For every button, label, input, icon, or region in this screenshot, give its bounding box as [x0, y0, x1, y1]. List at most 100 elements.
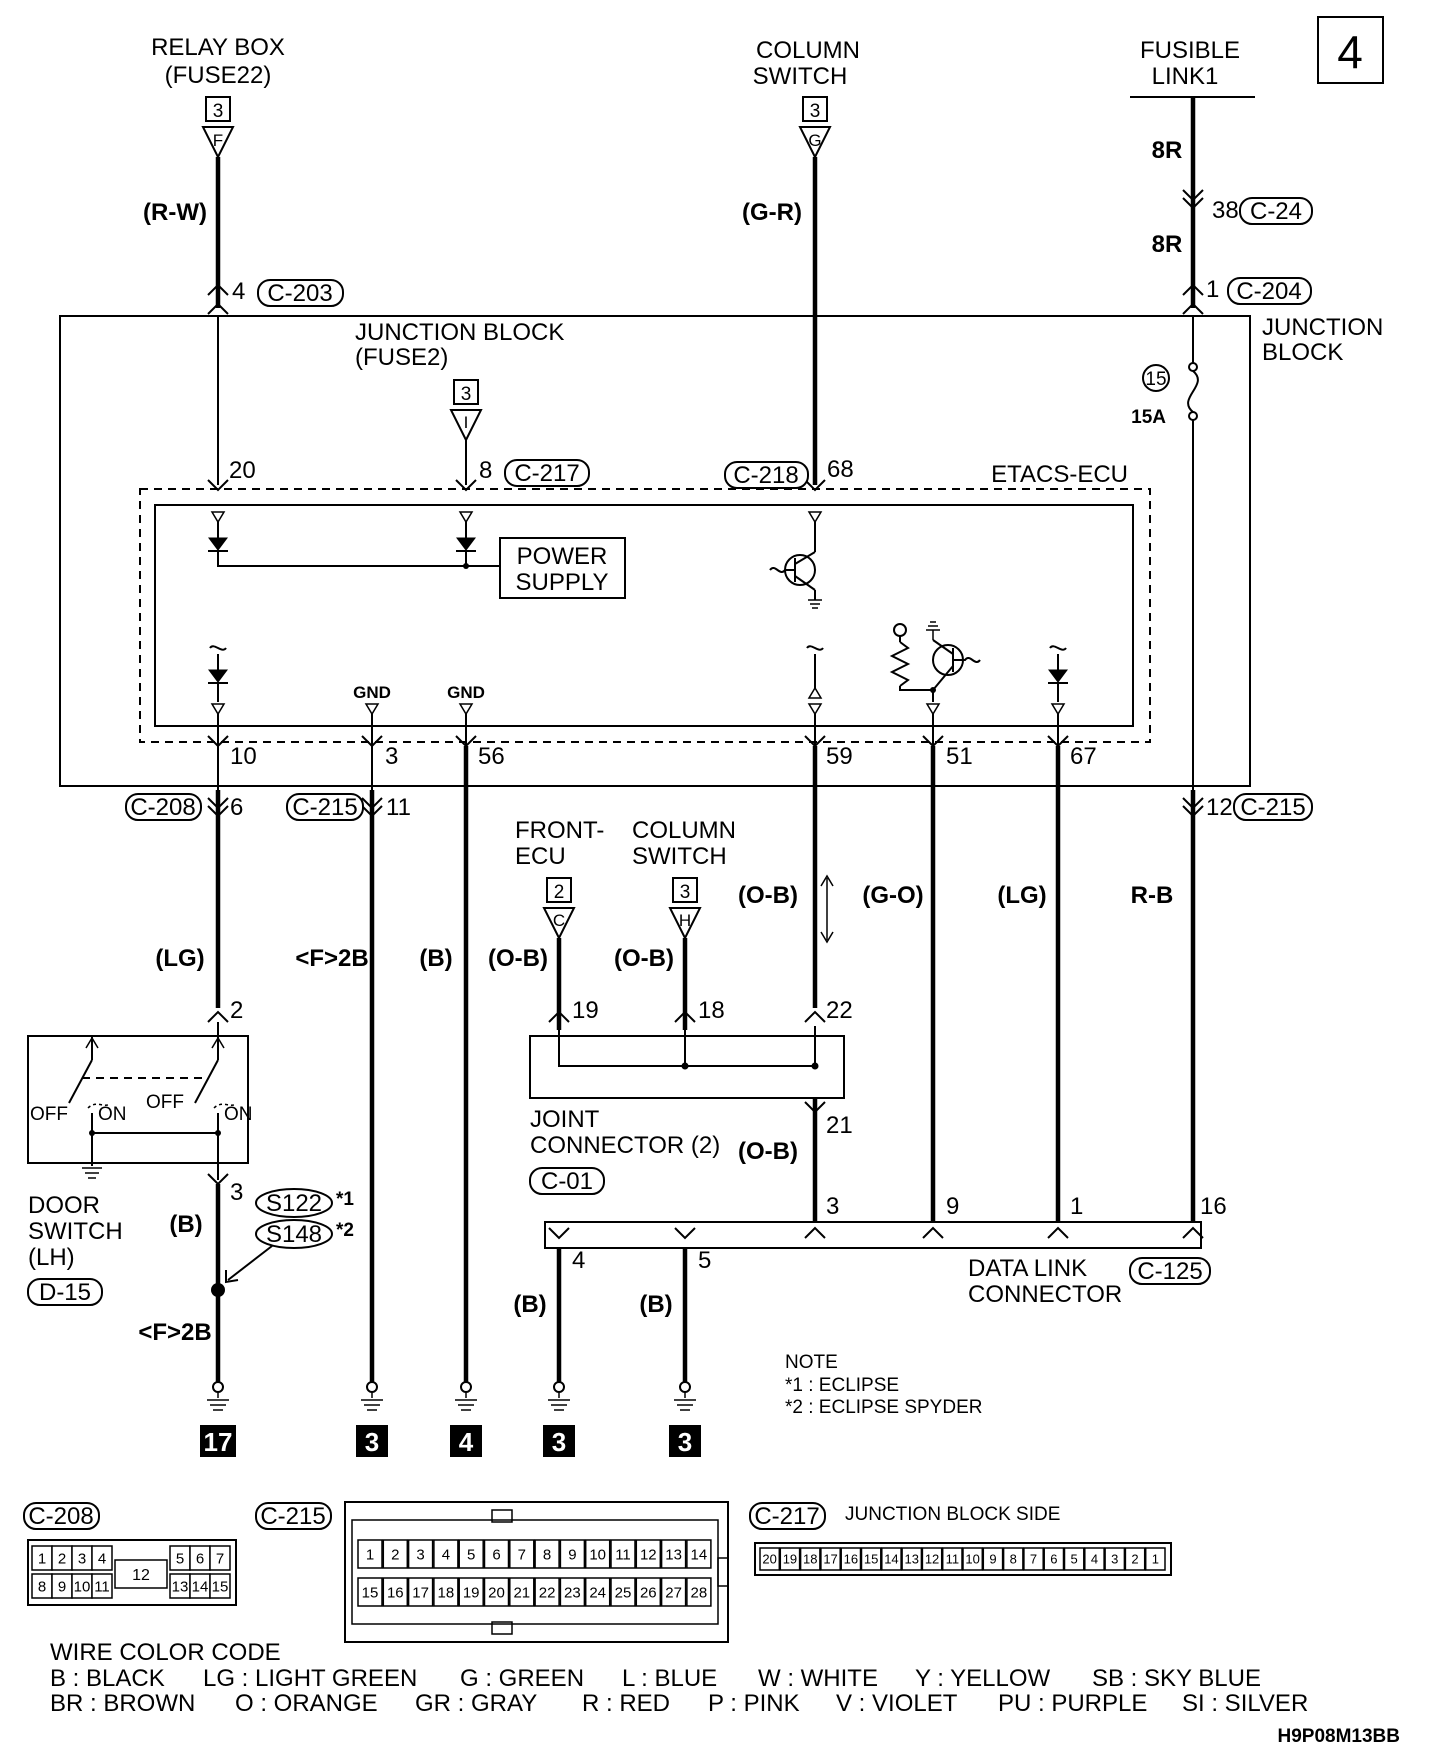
wire-label-ob-59: (O-B)	[738, 882, 798, 909]
c217-pin-4-cell	[1084, 1547, 1105, 1571]
dlc-pin-3: 3	[826, 1193, 839, 1220]
dlc-label1: DATA LINK	[968, 1255, 1087, 1282]
door-switch-case-ground-icon	[82, 1167, 102, 1179]
connector-c217-top: C-217	[514, 460, 579, 487]
wire-label-f2b-door: <F>2B	[138, 1319, 211, 1346]
fuse-15-number: 15	[1145, 369, 1166, 390]
ground-label-17: 17	[204, 1427, 233, 1457]
pin-51: 51	[946, 743, 973, 770]
c208-pin-15-label: 15	[212, 1578, 229, 1595]
c208-pin-5-label: 5	[176, 1550, 184, 1567]
c217-pin-7-label: 7	[1030, 1552, 1037, 1567]
transistor-68-collector	[794, 551, 816, 565]
c215-pin-20-cell	[483, 1577, 510, 1607]
dlc-pin-1: 1	[1070, 1193, 1083, 1220]
wire-label-lg: (LG)	[155, 945, 204, 972]
wire-label-b-dlc-4: (B)	[513, 1291, 546, 1318]
relay-box-box-num: 3	[213, 101, 224, 122]
input-8-arrow	[458, 511, 474, 524]
wire-color-code-row2: BR : BROWN O : ORANGE GR : GRAY R : RED …	[50, 1690, 1308, 1717]
dlc-pin-1-chevron	[1047, 1226, 1069, 1239]
connector-c217-face-name: C-217	[754, 1503, 819, 1530]
ground-point-3b: 3	[543, 1381, 575, 1457]
door-switch-pin-3: 3	[230, 1179, 243, 1206]
wire-label-f2b: <F>2B	[295, 945, 368, 972]
c215-pin-23-cell	[559, 1577, 586, 1607]
front-ecu-box-num: 2	[554, 882, 565, 903]
color-code-b: B : BLACK	[50, 1665, 165, 1692]
junction-fuse-box-num: 3	[461, 384, 472, 405]
c215-pin-26-cell	[635, 1577, 662, 1607]
c215-pin-6-cell	[483, 1539, 510, 1569]
ground-badge-3a	[356, 1425, 388, 1457]
c215-pin-16-cell	[382, 1577, 409, 1607]
ground-badge-17	[200, 1425, 236, 1457]
c217-pin-10-label: 10	[965, 1552, 979, 1567]
pin-56: 56	[478, 743, 505, 770]
fuse-15-number-circle	[1142, 364, 1170, 392]
c215-pin-10-label: 10	[589, 1546, 606, 1563]
c217-pin-19-label: 19	[783, 1552, 797, 1567]
gnd-3-arrow	[364, 703, 380, 716]
resistor-51	[889, 641, 911, 687]
pin-18: 18	[698, 997, 725, 1024]
color-code-w: W : WHITE	[758, 1665, 878, 1692]
output-10-arrow	[210, 703, 226, 716]
color-code-si: SI : SILVER	[1182, 1690, 1308, 1717]
color-code-g: G : GREEN	[460, 1665, 584, 1692]
junction-fuse-label2: (FUSE2)	[355, 344, 448, 371]
c217-pin-9-cell	[982, 1547, 1004, 1571]
gnd-3-label: GND	[353, 683, 391, 702]
note-line1: *1 : ECLIPSE	[785, 1375, 899, 1396]
c215-pin-24-label: 24	[589, 1584, 606, 1601]
c215-pin-18-cell	[433, 1577, 459, 1607]
c215-pin-1-label: 1	[366, 1546, 374, 1563]
connector-c204-pill	[1227, 277, 1312, 305]
c215-pin-25-cell	[610, 1577, 636, 1607]
pin-67: 67	[1070, 743, 1097, 770]
joint-connector-label1: JOINT	[530, 1106, 600, 1133]
c215-pin-15-cell	[357, 1577, 383, 1607]
c215-pin-19-label: 19	[463, 1584, 480, 1601]
connector-c24-pill	[1239, 197, 1313, 225]
wire-label-go: (G-O)	[862, 882, 923, 909]
door-switch-label3: (LH)	[28, 1244, 75, 1271]
c215-pin-27-cell	[660, 1577, 687, 1607]
joint-connector-node-18	[681, 1062, 689, 1070]
pin-59: 59	[826, 743, 853, 770]
color-code-r: R : RED	[582, 1690, 670, 1717]
column-switch-mid-box-num: 3	[680, 882, 691, 903]
color-code-p: P : PINK	[708, 1690, 800, 1717]
connector-c204-chevron	[1182, 283, 1204, 315]
transistor-51-ground-icon	[926, 621, 940, 640]
wire-label-b-56: (B)	[419, 945, 452, 972]
c217-pin-2-label: 2	[1131, 1552, 1138, 1567]
ground-label-4: 4	[459, 1427, 474, 1457]
color-code-sb: SB : SKY BLUE	[1092, 1665, 1261, 1692]
connector-c217-side-label: JUNCTION BLOCK SIDE	[845, 1504, 1060, 1525]
fusible-link-label2: LINK1	[1152, 63, 1219, 90]
etacs-ecu-outline	[139, 488, 1151, 743]
c215-pin-11-cell	[610, 1539, 636, 1569]
c217-pin-12-cell	[921, 1547, 943, 1571]
splice-s148-oval	[255, 1219, 333, 1249]
pin-20: 20	[229, 457, 256, 484]
note-title: NOTE	[785, 1352, 838, 1373]
pin-68: 68	[827, 456, 854, 483]
c217-pin-19-cell	[779, 1547, 801, 1571]
door-switch-node-left	[89, 1130, 95, 1136]
input-20-arrow	[210, 511, 226, 524]
connector-c215-face-name: C-215	[260, 1503, 325, 1530]
c208-pin-11-label: 11	[94, 1578, 110, 1595]
c215-pin-13-cell	[660, 1539, 687, 1569]
color-code-o: O : ORANGE	[235, 1690, 378, 1717]
splice-node	[211, 1283, 225, 1297]
column-switch-top-triangle	[798, 126, 832, 160]
connector-c215-lower: C-215	[292, 794, 357, 821]
resistor-51-wire	[899, 686, 933, 691]
c215-pin-5-cell	[458, 1539, 484, 1569]
c217-pin-8-cell	[1002, 1547, 1024, 1571]
c215-pin-22-label: 22	[539, 1584, 556, 1601]
c217-pin-13-cell	[901, 1547, 923, 1571]
